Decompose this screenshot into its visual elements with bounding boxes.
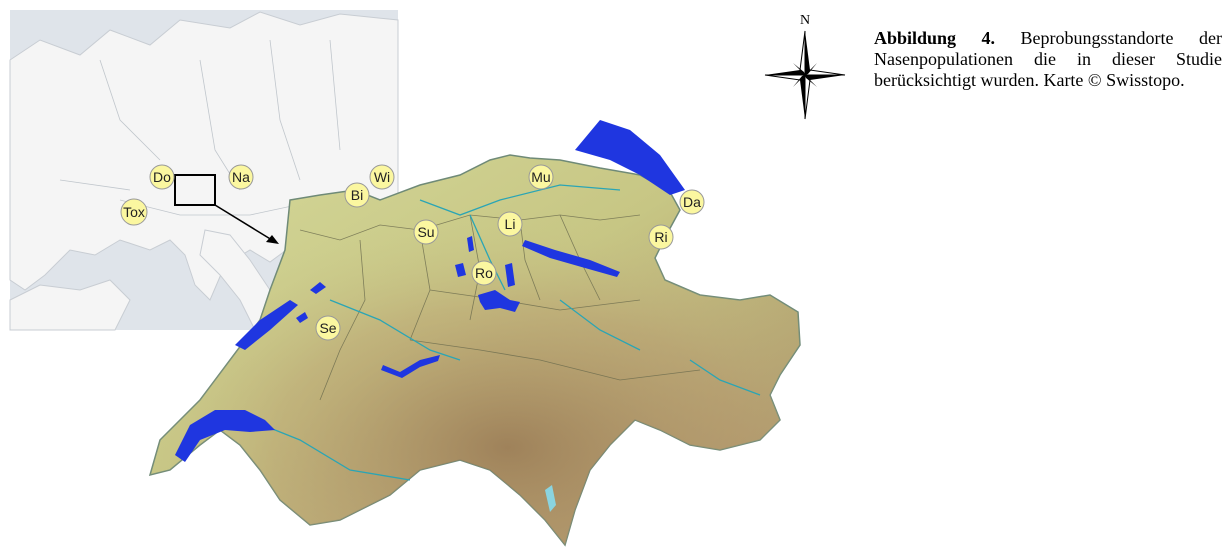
site-label-mu: Mu <box>531 169 550 185</box>
figure-caption-text: Beprobungsstandorte der Nasenpopulatione… <box>874 28 1222 90</box>
site-label-li: Li <box>505 216 516 232</box>
site-marker-da: Da <box>679 189 705 215</box>
compass-star-icon <box>764 30 846 120</box>
site-label-do: Do <box>153 169 171 185</box>
lake-hallwil <box>467 236 474 252</box>
lake-lucerne <box>478 290 520 312</box>
lake-biel <box>310 282 326 294</box>
lake-constance <box>575 120 685 195</box>
site-label-ro: Ro <box>475 265 493 281</box>
site-label-wi: Wi <box>374 169 390 185</box>
site-marker-se: Se <box>315 315 341 341</box>
compass-north-label: N <box>800 13 810 28</box>
site-label-na: Na <box>232 169 250 185</box>
lake-murten <box>296 312 308 323</box>
lake-geneva <box>175 410 275 462</box>
site-label-tox: Tox <box>123 204 145 220</box>
site-marker-na: Na <box>228 164 254 190</box>
map-canvas: Do Na Tox Bi Wi Mu <box>9 10 801 547</box>
site-marker-tox: Tox <box>120 198 148 226</box>
lakes <box>175 120 685 512</box>
inset-iberia <box>9 279 131 331</box>
inset-pointer-arrowhead <box>266 235 279 244</box>
rivers <box>249 184 761 481</box>
site-label-se: Se <box>319 320 336 336</box>
site-marker-do: Do <box>149 164 175 190</box>
lake-neuchatel <box>235 300 298 350</box>
lake-zurich <box>522 240 620 277</box>
lake-thun-brienz <box>381 355 440 378</box>
inset-pointer-line <box>214 204 273 241</box>
switzerland-map-figure: Do Na Tox Bi Wi Mu <box>9 10 801 547</box>
site-markers: Do Na Tox Bi Wi Mu <box>120 164 705 341</box>
lake-zug <box>505 263 515 287</box>
site-marker-ri: Ri <box>648 224 674 250</box>
figure-caption-label: Abbildung 4. <box>874 28 996 48</box>
inset-borders <box>59 39 341 216</box>
site-marker-bi: Bi <box>344 182 370 208</box>
site-marker-li: Li <box>497 211 523 237</box>
site-marker-mu: Mu <box>528 164 554 190</box>
site-label-su: Su <box>417 224 434 240</box>
site-marker-su: Su <box>413 219 439 245</box>
site-marker-ro: Ro <box>471 260 497 286</box>
lake-sempach <box>455 263 466 277</box>
site-label-bi: Bi <box>351 187 363 203</box>
inset-switzerland-box <box>174 174 216 206</box>
compass-rose-icon: N <box>760 10 850 122</box>
lake-maggiore <box>545 485 556 512</box>
figure-caption: Abbildung 4. Beprobungsstandorte der Nas… <box>874 28 1222 91</box>
site-label-ri: Ri <box>654 229 667 245</box>
site-label-da: Da <box>683 194 701 210</box>
switzerland-relief-map <box>148 120 801 547</box>
site-marker-wi: Wi <box>369 164 395 190</box>
